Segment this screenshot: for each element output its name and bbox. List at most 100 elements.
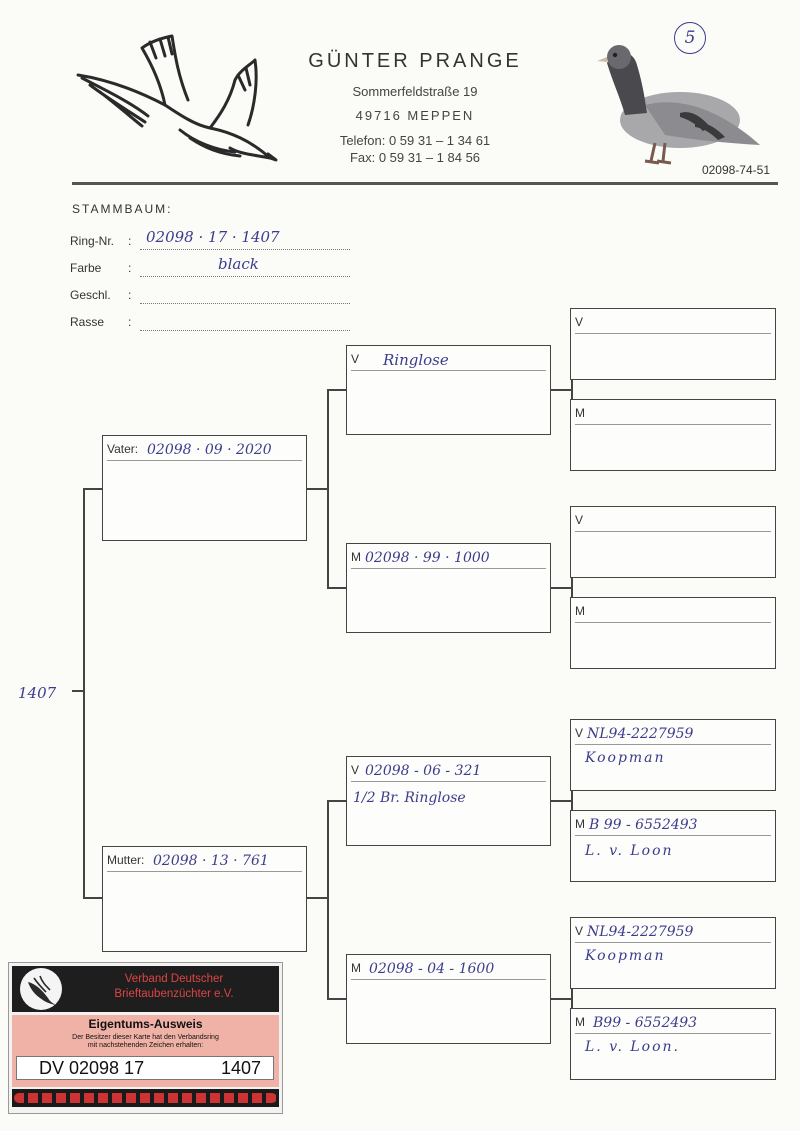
vm-label: M <box>351 550 361 564</box>
pigeon-photo-icon <box>597 45 760 165</box>
dove-emblem-icon <box>20 968 62 1010</box>
mutter-value: 02098 · 13 · 761 <box>153 853 269 869</box>
vvv-label: V <box>575 315 584 329</box>
field-dots <box>140 249 350 250</box>
street-address: Sommerfeldstraße 19 <box>352 84 478 99</box>
mmv-box[interactable]: V NL94-2227959 Koopman <box>570 917 776 989</box>
card-chain-strip <box>12 1089 279 1107</box>
breeder-name: GÜNTER PRANGE <box>308 50 522 72</box>
field-dots <box>140 303 350 304</box>
field-ring-number[interactable]: Ring-Nr. : 02098 · 17 · 1407 <box>70 228 350 252</box>
box-line <box>351 979 546 980</box>
connector <box>327 587 347 589</box>
field-label: Rasse <box>70 315 105 329</box>
connector <box>327 389 347 391</box>
header-divider <box>72 182 778 185</box>
connector <box>571 542 573 633</box>
vvm-box[interactable]: M <box>570 399 776 471</box>
vater-value: 02098 · 09 · 2020 <box>147 442 272 458</box>
org-line-2: Brieftaubenzüchter e.V. <box>114 988 234 1000</box>
mutter-mutter-box[interactable]: M 02098 - 04 - 1600 <box>346 954 551 1044</box>
connector <box>327 800 347 802</box>
org-line-1: Verband Deutscher <box>124 973 224 985</box>
pigeon-photo <box>585 35 765 170</box>
farbe-value: black <box>218 255 259 273</box>
mvm-box[interactable]: M B 99 - 6552493 L. v. Loon <box>570 810 776 882</box>
mutter-vater-box[interactable]: V 02098 - 06 - 321 1/2 Br. Ringlose <box>346 756 551 846</box>
vmm-label: M <box>575 604 585 618</box>
box-line <box>107 460 302 461</box>
vvm-label: M <box>575 406 585 420</box>
dove-logo-icon <box>76 34 278 162</box>
vvv-box[interactable]: V <box>570 308 776 380</box>
field-dots <box>140 330 350 331</box>
box-line <box>575 942 771 943</box>
field-rasse[interactable]: Rasse : <box>70 313 350 333</box>
connector <box>550 800 572 802</box>
vater-box[interactable]: Vater: 02098 · 09 · 2020 <box>102 435 307 541</box>
vmm-box[interactable]: M <box>570 597 776 669</box>
card-sub-line-1: Der Besitzer dieser Karte hat den Verban… <box>72 1034 219 1041</box>
card-body: Eigentums-Ausweis Der Besitzer dieser Ka… <box>12 1015 279 1087</box>
ownership-card: Verband Deutscher Brieftaubenzüchter e.V… <box>8 962 283 1114</box>
mmv-note: Koopman <box>585 948 666 964</box>
vmv-label: V <box>575 513 584 527</box>
mutter-box[interactable]: Mutter: 02098 · 13 · 761 <box>102 846 307 952</box>
connector <box>83 897 103 899</box>
field-colon: : <box>128 261 132 275</box>
mv-label: V <box>351 763 360 777</box>
mvv-label: V <box>575 726 584 740</box>
connector <box>327 998 347 1000</box>
field-farbe[interactable]: Farbe : black <box>70 255 350 279</box>
mmv-value: NL94-2227959 <box>587 924 694 940</box>
box-line <box>575 333 771 334</box>
mm-value: 02098 - 04 - 1600 <box>369 961 495 977</box>
page-mark: 5 <box>674 22 706 54</box>
mvm-note: L. v. Loon <box>585 843 674 859</box>
connector <box>550 998 572 1000</box>
vater-mutter-box[interactable]: M 02098 · 99 · 1000 <box>346 543 551 633</box>
connector <box>571 344 573 435</box>
mmv-label: V <box>575 924 584 938</box>
vater-vater-box[interactable]: V Ringlose <box>346 345 551 435</box>
card-subtitle: Der Besitzer dieser Karte hat den Verban… <box>12 1034 279 1050</box>
vv-label: V <box>351 352 360 366</box>
card-organization: Verband Deutscher Brieftaubenzüchter e.V… <box>74 972 274 1002</box>
fax-number: Fax: 0 59 31 – 1 84 56 <box>349 150 481 165</box>
field-geschl[interactable]: Geschl. : <box>70 286 350 306</box>
vv-value: Ringlose <box>383 351 449 369</box>
mmm-box[interactable]: M B99 - 6552493 L. v. Loon. <box>570 1008 776 1080</box>
connector <box>306 488 328 490</box>
photo-ring-number: 02098-74-51 <box>701 163 770 177</box>
field-dots <box>140 276 350 277</box>
box-line <box>351 370 546 371</box>
vater-label: Vater: <box>107 442 139 456</box>
phone-number: Telefon: 0 59 31 – 1 34 61 <box>339 133 491 148</box>
connector <box>72 690 84 692</box>
field-label: Ring-Nr. <box>70 234 115 248</box>
card-number-field: DV 02098 17 1407 <box>16 1056 274 1080</box>
dove-logo <box>70 30 280 170</box>
stammbaum-title: STAMMBAUM: <box>72 202 173 216</box>
mv-value: 02098 - 06 - 321 <box>365 763 482 779</box>
box-line <box>575 531 771 532</box>
ring-number-value: 02098 · 17 · 1407 <box>146 228 280 246</box>
field-label: Geschl. <box>70 288 111 302</box>
vmv-box[interactable]: V <box>570 506 776 578</box>
vm-value: 02098 · 99 · 1000 <box>365 550 490 566</box>
connector <box>327 800 329 999</box>
card-ring-prefix: DV 02098 17 <box>39 1058 145 1078</box>
field-colon: : <box>128 315 132 329</box>
city-address: 49716 MEPPEN <box>355 108 475 123</box>
box-line <box>575 622 771 623</box>
mvv-box[interactable]: V NL94-2227959 Koopman <box>570 719 776 791</box>
card-ring-serial: 1407 <box>220 1058 261 1078</box>
box-line <box>575 835 771 836</box>
mmm-note: L. v. Loon. <box>585 1039 680 1055</box>
box-line <box>351 781 546 782</box>
mvv-value: NL94-2227959 <box>587 726 694 742</box>
mm-label: M <box>351 961 361 975</box>
mmm-value: B99 - 6552493 <box>593 1015 698 1031</box>
connector <box>550 389 572 391</box>
mmm-label: M <box>575 1015 585 1029</box>
